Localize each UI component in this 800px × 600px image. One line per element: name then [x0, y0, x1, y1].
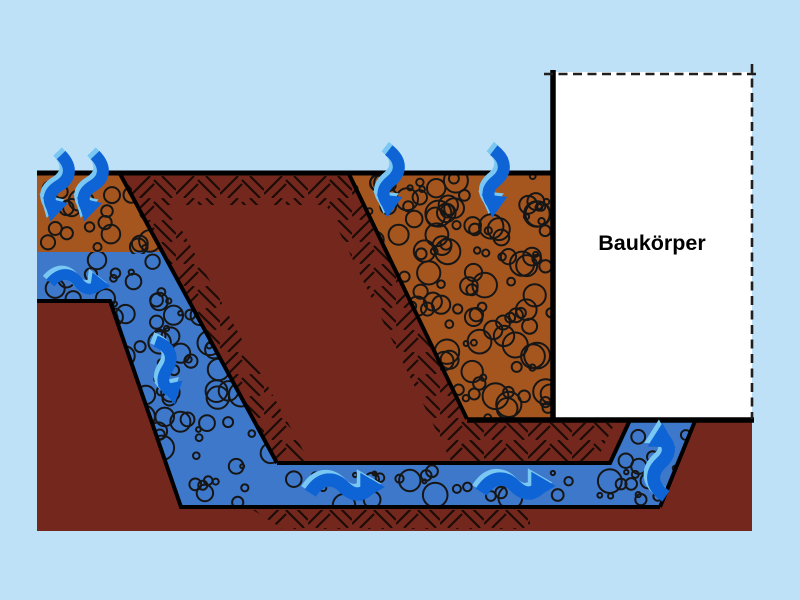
gravel-backfill-wedge	[348, 173, 553, 420]
building-label: Baukörper	[598, 231, 706, 255]
hatch-strip-left-slope	[120, 176, 309, 461]
compacted-soil-hatch	[120, 176, 615, 529]
wedge-slope-line	[346, 171, 469, 420]
drain-arrow-rise	[643, 419, 676, 502]
building-body	[553, 72, 752, 420]
infiltration-arrow-2	[73, 147, 109, 222]
infiltration-arrow-3	[373, 141, 405, 218]
drainage-water-channel	[37, 252, 695, 507]
infiltration-arrow-4	[478, 141, 510, 218]
hatch-strip-under-building	[453, 423, 615, 461]
flow-arrows	[39, 141, 676, 502]
infiltration-arrow-1	[39, 147, 75, 222]
drain-arrow-bottom-2	[472, 468, 556, 501]
seepage-arrow-left	[42, 265, 111, 296]
pit-left-slope-line	[117, 171, 279, 464]
building: Baukörper	[467, 64, 761, 423]
channel-bottom-line	[37, 299, 660, 509]
drain-arrow-bottom-1	[301, 469, 385, 502]
hatch-strip-right-slope	[312, 176, 488, 461]
boundary-lines	[37, 170, 697, 509]
hatch-strip-below-channel	[253, 510, 530, 529]
drain-arrow-slope	[149, 332, 183, 405]
channel-top-line	[277, 419, 632, 465]
hatch-strip-top	[122, 176, 362, 205]
